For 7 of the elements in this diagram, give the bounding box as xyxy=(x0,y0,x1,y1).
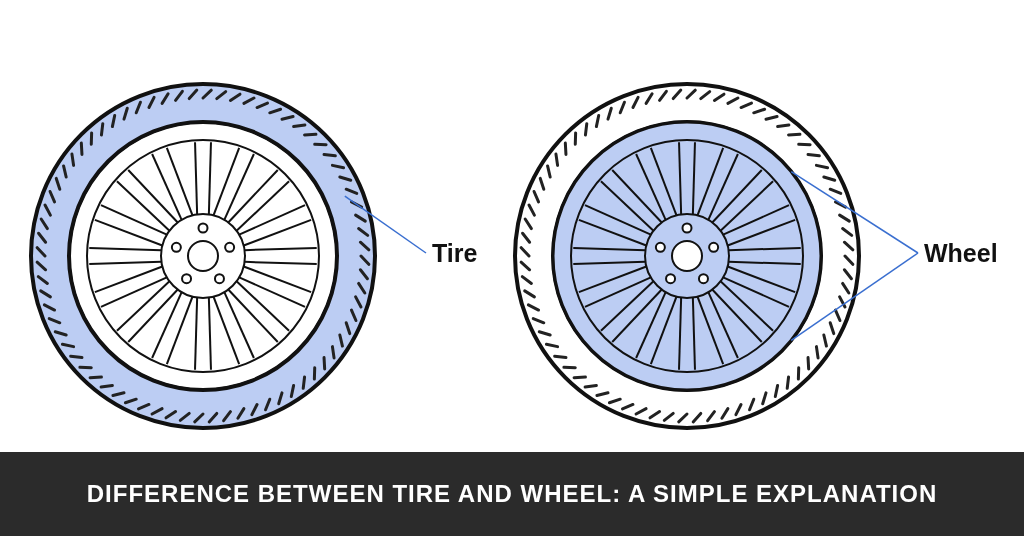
leader-line xyxy=(790,252,919,341)
wheel-drawing xyxy=(551,120,823,392)
part-label: Wheel xyxy=(924,238,998,268)
part-label: Tire xyxy=(432,238,478,268)
leader-line xyxy=(790,171,919,254)
leader-line xyxy=(344,195,427,254)
title-banner: DIFFERENCE BETWEEN TIRE AND WHEEL: A SIMPLE EXPLANATION xyxy=(0,452,1024,536)
